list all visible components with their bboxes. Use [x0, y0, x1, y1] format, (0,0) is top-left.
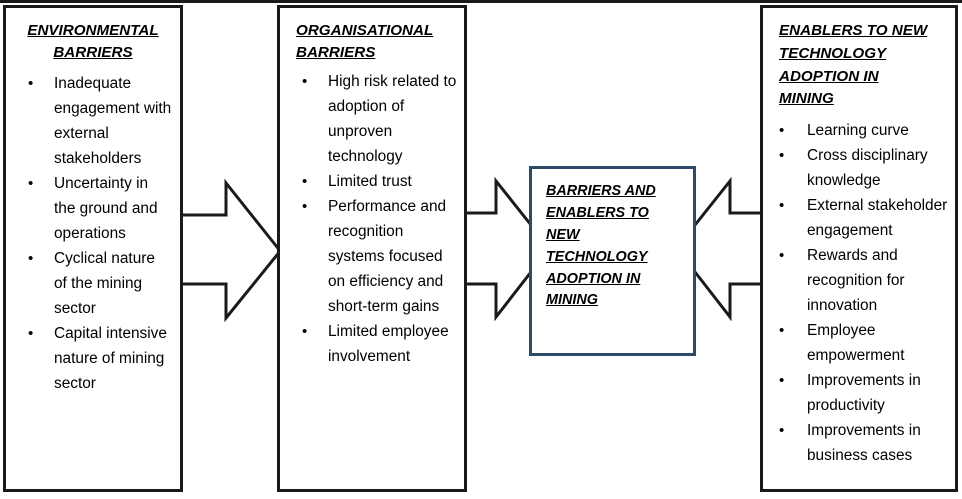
panel-enablers-title-line-1: ENABLERS TO NEW: [779, 22, 928, 39]
panel-environmental-title-line-1: ENVIRONMENTAL: [27, 22, 159, 39]
panel-center-title-line-6: MINING: [546, 292, 598, 309]
panel-center-barriers-and-enablers: BARRIERS AND ENABLERS TO NEW TECHNOLOGY …: [529, 166, 696, 356]
panel-environmental-list: Inadequate engagement with external stak…: [6, 72, 180, 396]
panel-enablers-title-line-3: ADOPTION IN: [779, 67, 879, 85]
list-item: Limited employee involvement: [302, 320, 458, 370]
list-item: Performance and recognition systems focu…: [302, 195, 458, 320]
list-item: Uncertainty in the ground and operations: [28, 172, 172, 247]
panel-organisational-barriers: ORGANISATIONAL BARRIERS High risk relate…: [277, 5, 467, 492]
diagram-top-border: [0, 0, 962, 3]
list-item: Capital intensive nature of mining secto…: [28, 322, 172, 397]
list-item: Learning curve: [779, 119, 949, 144]
panel-organisational-title-line-2: BARRIERS: [296, 44, 376, 62]
list-item: Cross disciplinary knowledge: [779, 144, 949, 194]
panel-center-title-line-1: BARRIERS AND: [546, 183, 656, 199]
panel-enablers-title: ENABLERS TO NEW TECHNOLOGY ADOPTION IN M…: [763, 8, 955, 111]
list-item: External stakeholder engagement: [779, 194, 949, 244]
list-item: Limited trust: [302, 170, 458, 195]
panel-environmental-barriers: ENVIRONMENTAL BARRIERS Inadequate engage…: [3, 5, 183, 492]
panel-organisational-title-line-1: ORGANISATIONAL: [296, 22, 434, 39]
panel-environmental-title: ENVIRONMENTAL BARRIERS: [6, 8, 180, 64]
panel-center-title-line-5: ADOPTION IN: [546, 270, 641, 287]
arrow-center-to-enablers: [693, 176, 760, 322]
panel-environmental-title-line-2: BARRIERS: [53, 44, 133, 62]
panel-enablers-list: Learning curve Cross disciplinary knowle…: [763, 119, 955, 468]
panel-center-title-line-2: ENABLERS TO: [546, 204, 649, 221]
arrow-organisational-to-center: [466, 176, 533, 322]
panel-enablers-title-line-4: MINING: [779, 90, 834, 108]
panel-organisational-title: ORGANISATIONAL BARRIERS: [280, 8, 464, 64]
list-item: High risk related to adoption of unprove…: [302, 70, 458, 170]
panel-center-title: BARRIERS AND ENABLERS TO NEW TECHNOLOGY …: [532, 169, 693, 312]
list-item: Employee empowerment: [779, 319, 949, 369]
arrow-environmental-to-organisational: [182, 178, 283, 323]
list-item: Inadequate engagement with external stak…: [28, 72, 172, 172]
list-item: Rewards and recognition for innovation: [779, 244, 949, 319]
list-item: Improvements in productivity: [779, 369, 949, 419]
panel-center-title-line-3: NEW: [546, 226, 580, 243]
panel-center-title-line-4: TECHNOLOGY: [546, 248, 648, 265]
panel-enablers: ENABLERS TO NEW TECHNOLOGY ADOPTION IN M…: [760, 5, 958, 492]
panel-enablers-title-line-2: TECHNOLOGY: [779, 44, 887, 62]
panel-organisational-list: High risk related to adoption of unprove…: [280, 70, 464, 369]
list-item: Cyclical nature of the mining sector: [28, 247, 172, 322]
list-item: Improvements in business cases: [779, 419, 949, 469]
